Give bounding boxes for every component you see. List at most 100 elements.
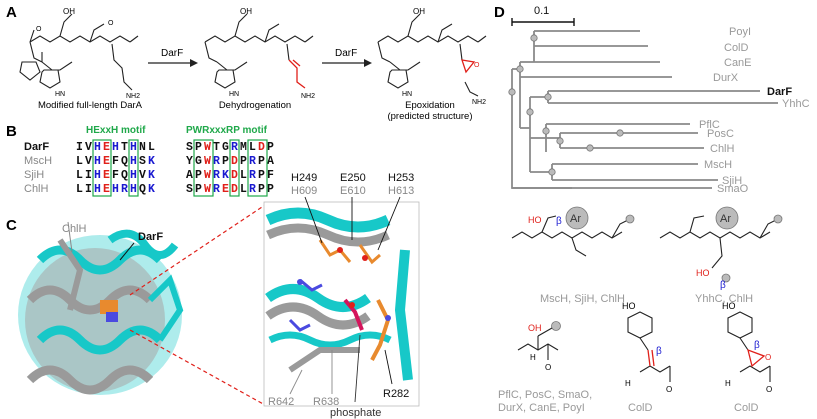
residue-letter: A	[267, 155, 274, 168]
atom-ho-d4: HO	[622, 301, 636, 311]
residue-letter: H	[112, 141, 119, 154]
residue-letter: R	[213, 155, 220, 168]
residue-letter: H	[94, 141, 101, 154]
pointer-h253	[377, 196, 401, 251]
motif-box-pw	[193, 139, 214, 197]
residue-letter: R	[249, 169, 256, 182]
beta-label-1: β	[556, 216, 562, 227]
residue-letter: I	[76, 141, 83, 154]
residue-letter: H	[130, 183, 137, 196]
atom-o-d4: O	[666, 385, 672, 394]
residue-letter: M	[240, 141, 247, 154]
residue-letter: R	[249, 155, 256, 168]
res-r638: R638	[313, 396, 339, 408]
caption-modified-dara: Modified full-length DarA	[38, 100, 143, 111]
res-r282: R282	[383, 388, 409, 400]
residue-letter: L	[240, 183, 247, 196]
substituent-ball-2	[773, 214, 783, 224]
residue-letter: T	[121, 141, 128, 154]
caption-d2: YhhC, ChlH	[695, 293, 753, 305]
chlh-pointer	[67, 221, 73, 253]
epoxide-ring	[461, 59, 476, 74]
residue-letter: K	[148, 183, 155, 196]
seq-name-darf: DarF	[24, 141, 49, 153]
double-bond-red	[288, 59, 306, 89]
scale-label: 0.1	[534, 5, 549, 17]
residue-letter: E	[103, 169, 110, 182]
residue-letter: L	[148, 141, 155, 154]
panel-c: C ChlH DarF	[6, 172, 420, 419]
structure-modified-dara	[19, 13, 139, 91]
atom-oh-2: OH	[240, 7, 252, 16]
res-h253: H253	[388, 172, 414, 184]
residue-letter: P	[267, 141, 274, 154]
taxon-yhhc: YhhC	[782, 98, 810, 110]
residue-letter: H	[94, 169, 101, 182]
residue-letter: P	[240, 155, 247, 168]
reagent-darf-1: DarF	[161, 48, 183, 59]
atom-ho-d1: HO	[528, 215, 542, 225]
seq-name-sjih: SjiH	[24, 169, 44, 181]
caption-d5: ColD	[734, 402, 759, 414]
panel-c-label: C	[6, 217, 17, 234]
caption-predicted: (predicted structure)	[387, 111, 472, 122]
residue-letter: F	[267, 169, 274, 182]
residue-letter: R	[213, 183, 220, 196]
residue-letter: H	[130, 169, 137, 182]
substituent-ball-1	[625, 214, 635, 224]
panel-b: B HExxH motif PWRxxxRP motif DarF MscH S…	[6, 123, 274, 197]
residue-letter: R	[249, 183, 256, 196]
structure-cold-epoxide	[727, 311, 771, 382]
residue-letter: P	[195, 183, 202, 196]
ar-label-2: Ar	[720, 213, 731, 225]
structure-beta-oh-1	[511, 215, 629, 257]
tree-nodes	[508, 34, 624, 176]
residue-letter: S	[186, 141, 193, 154]
residue-letter: D	[231, 155, 238, 168]
residue-letter: K	[148, 155, 155, 168]
res-e250: E250	[340, 172, 366, 184]
structure-dehydrogenation	[204, 13, 314, 89]
label-chlh: ChlH	[62, 223, 87, 235]
taxon-msch: MscH	[704, 159, 732, 171]
res-phosphate: phosphate	[330, 407, 381, 419]
residue-letter: R	[213, 169, 220, 182]
residue-letter: Q	[121, 155, 128, 168]
cold-double-bond-2	[651, 349, 655, 367]
residue-letter: H	[94, 155, 101, 168]
residue-letter: R	[231, 141, 238, 154]
residue-letter: F	[112, 155, 119, 168]
atom-nh2-3: NH2	[472, 99, 486, 106]
atom-oh-1: OH	[63, 7, 75, 16]
residue-letter: W	[204, 141, 211, 154]
ar-label-1: Ar	[570, 213, 581, 225]
residue-letter: L	[240, 169, 247, 182]
structure-epoxidation	[377, 13, 487, 97]
beta-label-2: β	[720, 280, 726, 291]
residue-letter: P	[258, 183, 265, 196]
residue-letter: R	[121, 183, 128, 196]
res-h249: H249	[291, 172, 317, 184]
pointer-r642	[289, 369, 303, 395]
bond-d3	[537, 327, 553, 337]
residue-letter: E	[103, 183, 110, 196]
atom-h-d4: H	[625, 379, 631, 388]
caption-d1: MscH, SjiH, ChlH	[540, 293, 625, 305]
residue-letter: H	[94, 183, 101, 196]
pointer-phosphate	[354, 334, 361, 403]
atom-hn-1: HN	[55, 91, 65, 98]
substituent-ball-4	[551, 321, 561, 331]
panel-a: A OH O O HN NH2 DarF	[6, 4, 487, 122]
residue-letter: F	[112, 169, 119, 182]
panel-b-label: B	[6, 123, 17, 140]
atom-h-d3: H	[530, 353, 536, 362]
residue-letter: P	[222, 155, 229, 168]
zoom-line-top	[129, 204, 266, 296]
residue-letter: V	[139, 169, 146, 182]
motif-box-r	[229, 139, 240, 197]
residue-letter: L	[76, 155, 83, 168]
cold-double-bond	[647, 349, 651, 367]
atom-oh-d3: OH	[528, 323, 542, 333]
